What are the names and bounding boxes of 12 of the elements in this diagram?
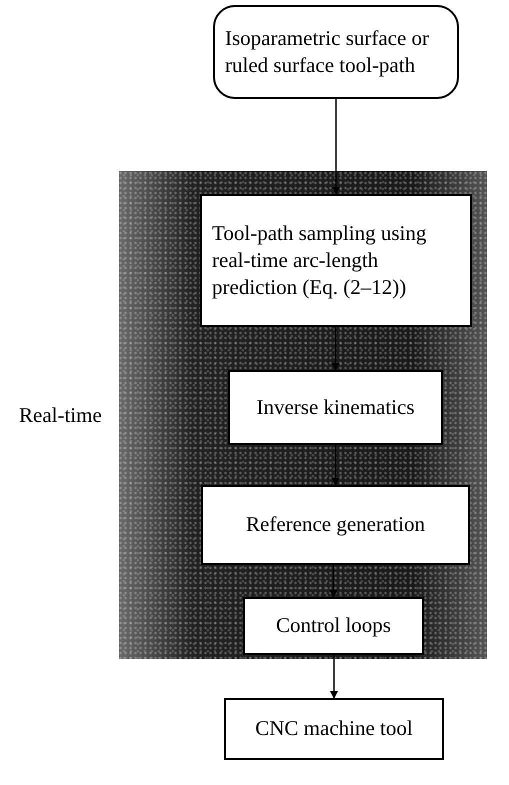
- process-box: Reference generation: [201, 485, 470, 565]
- terminal-box: Isoparametric surface or ruled surface tool-path: [213, 5, 459, 99]
- process-box: Tool-path sampling using real-time arc-length prediction (Eq. (2–12)): [200, 194, 472, 327]
- arrow: [330, 565, 338, 598]
- process-box: CNC machine tool: [224, 698, 444, 760]
- region-label: Real-time: [19, 402, 102, 428]
- arrow: [332, 327, 340, 371]
- process-box: Control loops: [243, 597, 424, 655]
- arrow: [332, 445, 340, 486]
- process-box: Inverse kinematics: [228, 370, 443, 445]
- arrow: [332, 99, 340, 195]
- arrow: [330, 655, 338, 699]
